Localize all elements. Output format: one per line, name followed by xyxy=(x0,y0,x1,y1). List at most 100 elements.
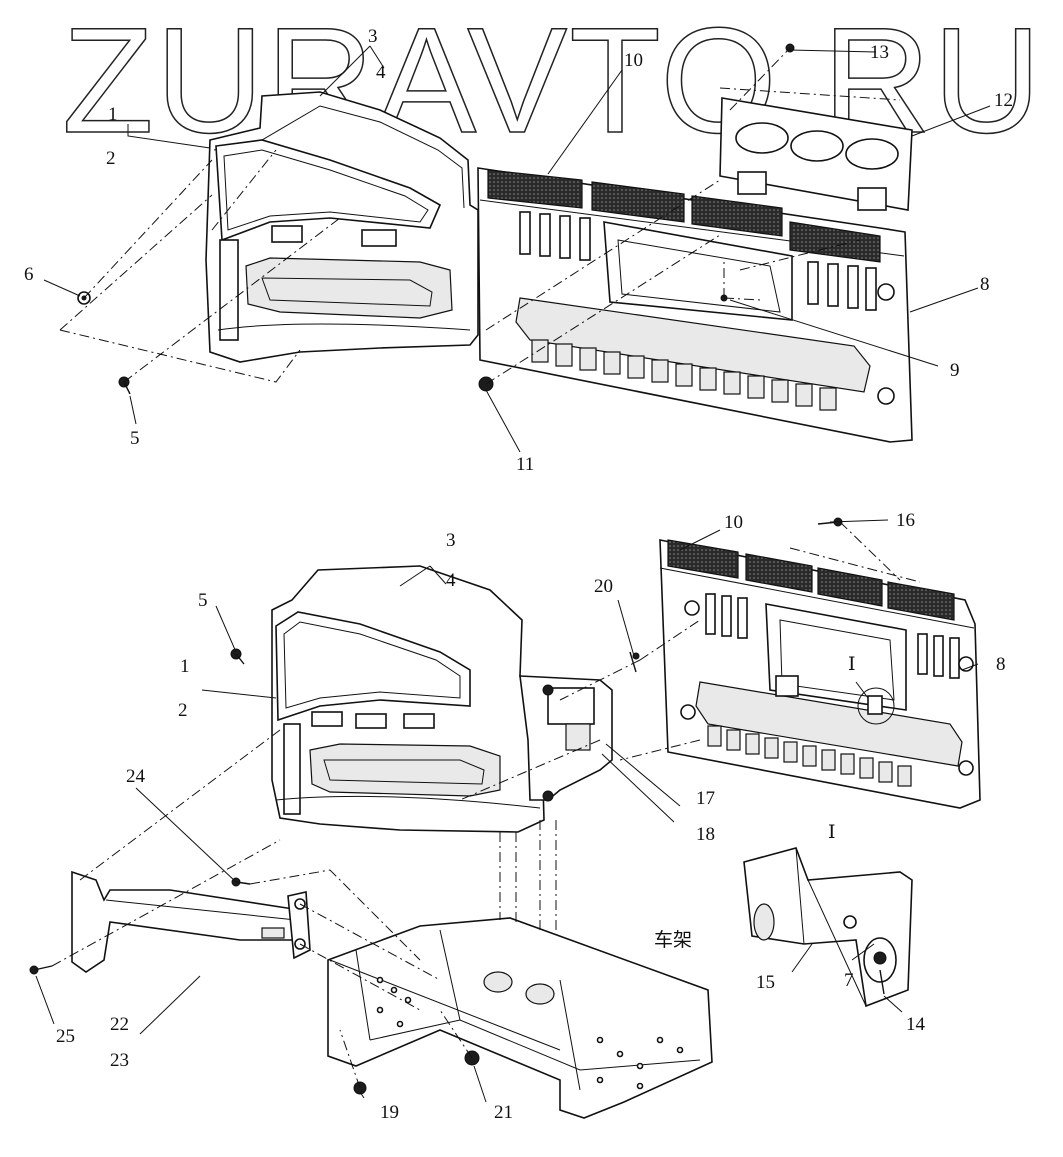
callout-bottom-20: 20 xyxy=(594,576,613,597)
bottom-lower-vents xyxy=(707,725,912,787)
bottom-fender-lower-edge xyxy=(275,795,541,809)
bottom-bracket-plate xyxy=(547,687,595,725)
top-fender-bracket xyxy=(219,239,239,341)
bottom-panel-boss-4 xyxy=(958,760,974,776)
callout-bottom-18: 18 xyxy=(696,824,715,845)
detail-label-view: Ⅰ xyxy=(828,822,836,843)
bottom-latch-group-right xyxy=(917,633,960,679)
callout-bottom-25: 25 xyxy=(56,1026,75,1047)
bottom-grille-1 xyxy=(667,539,739,579)
callout-top-13: 13 xyxy=(870,42,889,63)
bottom-vertical-assembly-lines xyxy=(499,820,557,934)
bottom-panel-edge xyxy=(659,567,975,629)
top-grille-1 xyxy=(487,169,583,209)
callout-bottom-8: 8 xyxy=(996,654,1006,675)
top-panel-boss-2 xyxy=(877,387,895,405)
bottom-grille-4 xyxy=(887,581,955,621)
callout-bottom-1: 1 xyxy=(180,656,190,677)
callout-bottom-21: 21 xyxy=(494,1102,513,1123)
top-cover-hole-3 xyxy=(845,138,899,170)
top-fender-lower-edge xyxy=(217,323,471,331)
callout-bottom-7: 7 xyxy=(844,970,854,991)
top-panel-boss-1 xyxy=(877,283,895,301)
top-latch-group-left xyxy=(519,211,591,261)
callout-bottom-4: 4 xyxy=(446,570,456,591)
callout-top-1: 1 xyxy=(108,104,118,125)
top-clip-2 xyxy=(361,229,397,247)
top-latch-group-right xyxy=(807,261,877,311)
top-grille-3 xyxy=(691,195,783,237)
callout-top-11: 11 xyxy=(516,454,534,475)
frame-chassis xyxy=(327,917,713,1119)
callout-bottom-17: 17 xyxy=(696,788,715,809)
bottom-latch-group-left xyxy=(705,593,748,639)
top-assembly-lines xyxy=(59,47,901,385)
top-cover-hole-2 xyxy=(790,130,844,162)
callout-bottom-3: 3 xyxy=(446,530,456,551)
bottom-panel-step xyxy=(695,681,963,767)
bottom-step-recess xyxy=(309,743,501,797)
bottom-step-22-23 xyxy=(71,870,301,973)
callout-bottom-10: 10 xyxy=(724,512,743,533)
bottom-clip-1 xyxy=(311,711,343,727)
bottom-bolt-24 xyxy=(231,877,251,887)
bottom-bolt-5 xyxy=(230,648,245,665)
bottom-step-slot xyxy=(261,927,285,939)
bottom-service-window xyxy=(765,603,907,711)
top-lower-vents xyxy=(531,339,837,411)
detail-callout-circle xyxy=(857,687,895,725)
bottom-step-inner xyxy=(323,759,485,785)
bottom-bolt-20 xyxy=(629,651,640,673)
frame-label: 车架 xyxy=(654,929,692,951)
callout-top-2: 2 xyxy=(106,148,116,169)
callout-top-5: 5 xyxy=(130,428,140,449)
bottom-step-rib xyxy=(105,899,297,921)
callout-top-6: 6 xyxy=(24,264,34,285)
leader-lines xyxy=(35,45,991,1103)
top-step-inner xyxy=(261,277,433,307)
bottom-clip-3 xyxy=(403,713,435,729)
bottom-grille-2 xyxy=(745,553,813,593)
bottom-panel-boss-1 xyxy=(684,600,700,616)
top-assembly xyxy=(59,43,913,443)
top-step-recess xyxy=(245,257,453,319)
callout-bottom-2: 2 xyxy=(178,700,188,721)
bottom-clip-2 xyxy=(355,713,387,729)
callout-bottom-22: 22 xyxy=(110,1014,129,1035)
top-cover-tab-2 xyxy=(857,187,887,211)
callout-bottom-23: 23 xyxy=(110,1050,129,1071)
frame-chassis-edges xyxy=(329,929,581,1091)
bottom-grille-3 xyxy=(817,567,883,607)
bottom-service-window-inner xyxy=(779,619,895,701)
top-cover-hole-1 xyxy=(735,122,789,154)
frame-bolt-holes xyxy=(376,976,684,1090)
top-fender-window-inner xyxy=(223,149,429,231)
callout-top-10: 10 xyxy=(624,50,643,71)
top-panel-step xyxy=(515,297,871,393)
bottom-assembly-lines xyxy=(51,521,921,1089)
frame-hole-2 xyxy=(525,983,555,1005)
bottom-bolt-25 xyxy=(29,965,53,975)
bottom-fender-window xyxy=(275,611,471,722)
top-cover-tab-1 xyxy=(737,171,767,195)
detail-callout-latch xyxy=(867,695,883,715)
detail-view-I xyxy=(743,847,913,1008)
bottom-panel-boss-2 xyxy=(680,704,696,720)
callout-top-12: 12 xyxy=(994,90,1013,111)
top-grille-2 xyxy=(591,181,685,223)
callout-bottom-14: 14 xyxy=(906,1014,926,1035)
detail-label-panel: Ⅰ xyxy=(848,654,856,675)
callout-top-3: 3 xyxy=(368,26,378,47)
callout-top-8: 8 xyxy=(980,274,990,295)
frame-hole-1 xyxy=(483,971,513,993)
bottom-panel-latch xyxy=(775,675,799,697)
top-bolt-5 xyxy=(118,376,131,395)
callout-top-9: 9 xyxy=(950,360,960,381)
callout-bottom-5: 5 xyxy=(198,590,208,611)
bottom-fender-bracket xyxy=(283,723,301,815)
bottom-assembly xyxy=(29,517,981,1119)
callout-labels: 1 2 3 4 5 6 8 9 10 11 12 13 1 2 3 4 5 7 … xyxy=(24,26,1013,1123)
callout-bottom-16: 16 xyxy=(896,510,915,531)
top-fender-window xyxy=(215,139,442,242)
